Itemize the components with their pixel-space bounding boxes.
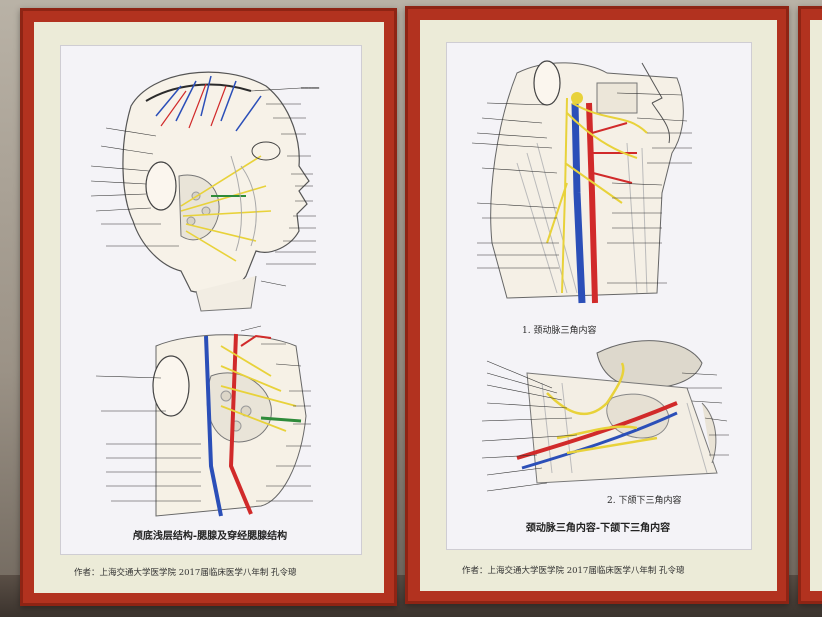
left-poster-paper: ━━━━━ bbox=[60, 45, 362, 555]
left-poster-caption: 颅底浅层结构-腮腺及穿经腮腺结构 bbox=[132, 531, 288, 542]
handwritten-label-2: 2. 下颌下三角内容 bbox=[607, 494, 681, 506]
right-poster-author: 作者：上海交通大学医学院 2017届临床医学八年制 孔令璁 bbox=[462, 566, 685, 576]
head-lateral-drawing: ━━━━━ bbox=[90, 71, 319, 312]
right-poster-illustration: 1. 颈动脉三角内容 2. 下颌下三角内容 bbox=[471, 60, 729, 506]
handwritten-label-1: 1. 颈动脉三角内容 bbox=[522, 324, 596, 336]
parotid-deep-drawing bbox=[95, 325, 313, 517]
partial-poster-mat bbox=[810, 20, 822, 591]
left-poster-illustration: ━━━━━ bbox=[90, 71, 319, 517]
left-poster-author: 作者：上海交通大学医学院 2017届临床医学八年制 孔令璁 bbox=[74, 568, 297, 578]
submandibular-triangle-drawing bbox=[481, 340, 729, 492]
right-poster-caption: 颈动脉三角内容-下颌下三角内容 bbox=[525, 523, 671, 534]
right-poster-paper: 1. 颈动脉三角内容 2. 下颌下三角内容 bbox=[446, 42, 752, 550]
carotid-triangle-drawing bbox=[471, 60, 692, 304]
svg-text:━━━━━: ━━━━━ bbox=[300, 85, 319, 92]
